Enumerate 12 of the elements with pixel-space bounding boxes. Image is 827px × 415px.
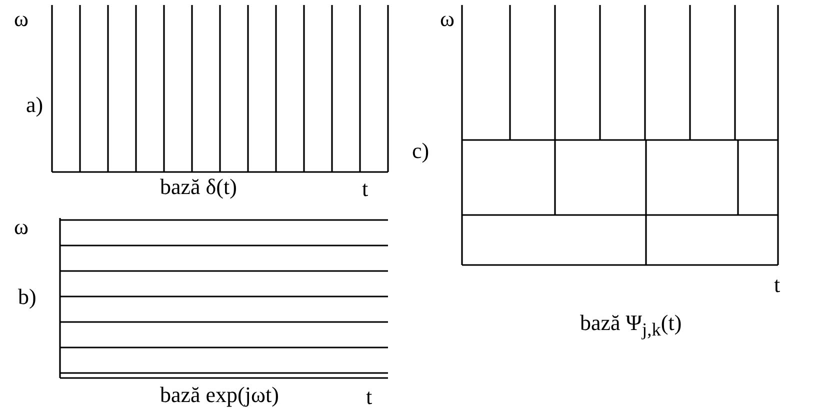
axis-label: t bbox=[774, 274, 780, 296]
axis-label: ω bbox=[440, 8, 454, 30]
axis-label: ω bbox=[14, 8, 28, 30]
panel-label: c) bbox=[412, 140, 430, 162]
axis-label: t bbox=[366, 386, 372, 408]
axis-label: ω bbox=[14, 216, 28, 238]
axis-caption: bază Ψ$_{j,k}$(t) bbox=[580, 312, 682, 339]
axis-caption: bază exp(jωt) bbox=[160, 384, 279, 406]
axis-caption: bază δ(t) bbox=[160, 176, 237, 198]
axis-label: t bbox=[362, 178, 368, 200]
panel-label: a) bbox=[26, 94, 44, 116]
panel-label: b) bbox=[18, 286, 36, 308]
